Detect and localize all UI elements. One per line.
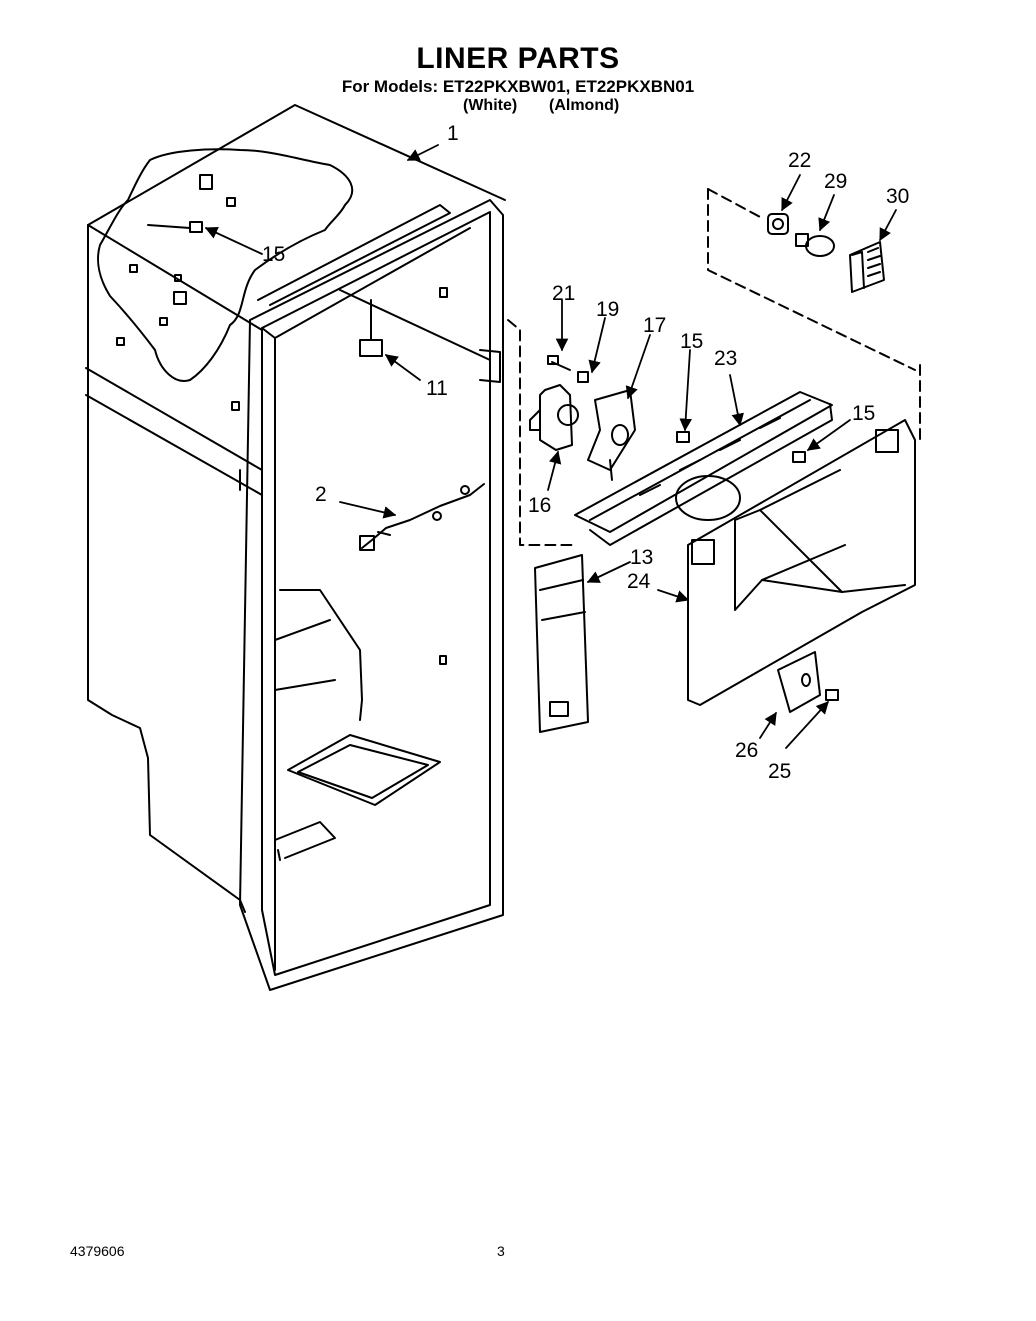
callout-21: 21 xyxy=(552,282,575,305)
document-number: 4379606 xyxy=(70,1243,125,1259)
part-11-clip xyxy=(359,299,383,357)
page-number: 3 xyxy=(497,1243,505,1259)
callout-19: 19 xyxy=(596,298,619,321)
callout-29: 29 xyxy=(824,170,847,193)
screws-15 xyxy=(147,221,806,463)
lamp-assembly xyxy=(707,188,916,371)
callout-labels: 1 15 11 2 22 29 30 21 19 17 15 23 15 16 … xyxy=(262,122,909,783)
callout-24: 24 xyxy=(627,570,651,593)
refrigerator-liner xyxy=(85,104,506,991)
callout-13: 13 xyxy=(630,546,653,569)
models-line: For Models: ET22PKXBW01, ET22PKXBN01 xyxy=(341,77,695,96)
callout-leaders xyxy=(204,144,897,749)
callout-23: 23 xyxy=(714,347,737,370)
callout-11: 11 xyxy=(426,377,448,400)
callout-30: 30 xyxy=(886,185,909,208)
variant-almond: (Almond) xyxy=(549,97,620,114)
part-13-duct xyxy=(534,554,589,733)
callout-22: 22 xyxy=(788,149,811,172)
callout-15: 15 xyxy=(262,243,285,266)
callout-15: 15 xyxy=(680,330,703,353)
fan-motor-assembly xyxy=(529,355,636,481)
callout-1: 1 xyxy=(447,122,459,145)
callout-16: 16 xyxy=(528,494,551,517)
callout-26: 26 xyxy=(735,739,758,762)
callout-2: 2 xyxy=(315,483,327,506)
part-23-grille xyxy=(574,391,833,546)
callout-17: 17 xyxy=(643,314,666,337)
callout-15: 15 xyxy=(852,402,875,425)
part-26-cover-plate xyxy=(777,651,839,713)
part-2-harness xyxy=(359,483,485,551)
page-title: LINER PARTS xyxy=(416,42,620,75)
part-24-evaporator-cover xyxy=(507,319,921,706)
callout-25: 25 xyxy=(768,760,791,783)
variant-white: (White) xyxy=(463,97,518,114)
